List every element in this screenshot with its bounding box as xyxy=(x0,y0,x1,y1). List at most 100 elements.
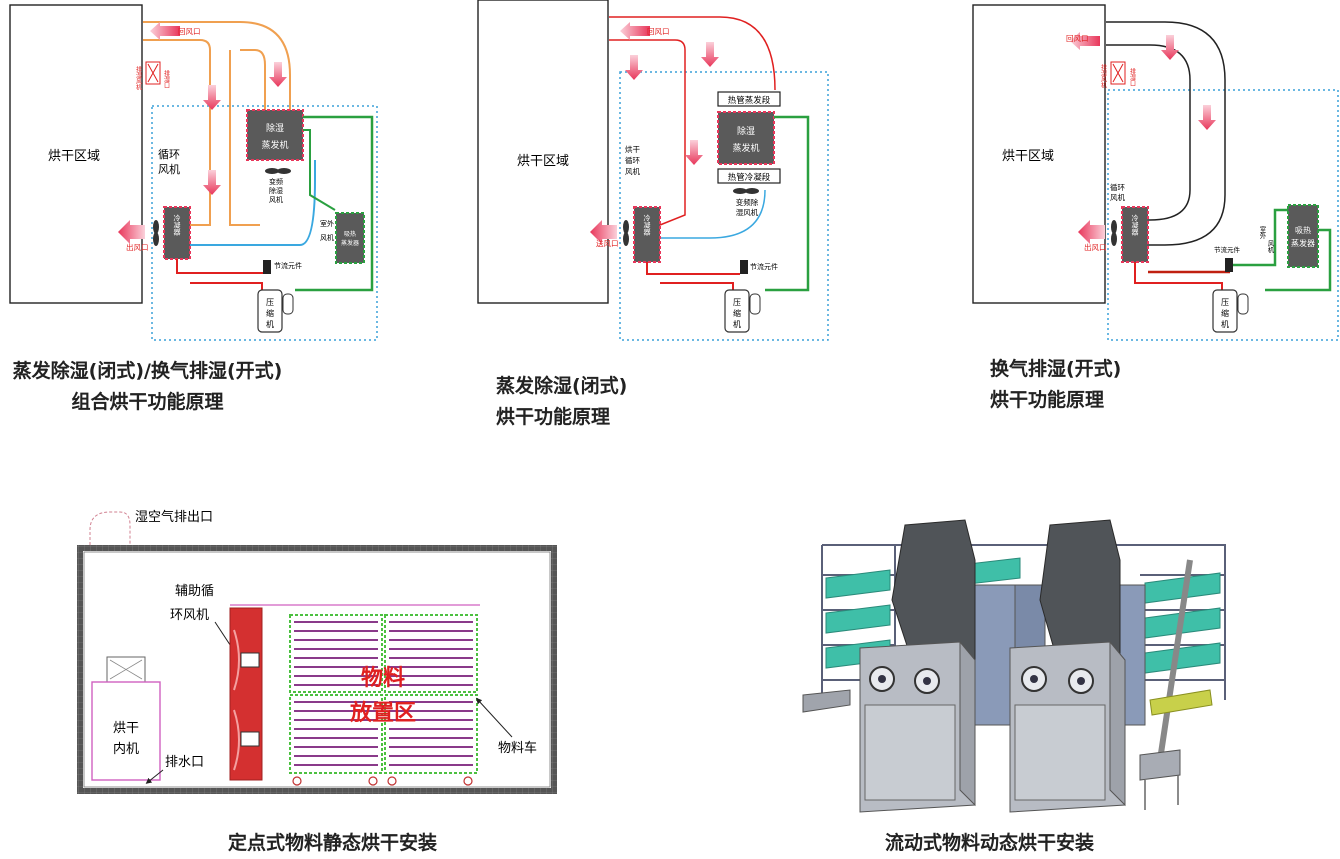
dryer-machine-left-side xyxy=(959,640,976,807)
drain-label: 排水口 xyxy=(165,755,204,770)
fan-blades xyxy=(233,629,240,771)
drain-pointer xyxy=(145,769,164,784)
dehumid-evaporator xyxy=(246,109,304,161)
return-air-label: 回风口 xyxy=(178,27,201,36)
unit-enclosure xyxy=(151,105,378,341)
return-air-label: 回风口 xyxy=(647,27,670,36)
condenser xyxy=(633,206,661,263)
exhaust-port-label: 排湿口 xyxy=(163,69,170,89)
compressor-label-3: 机 xyxy=(266,319,274,329)
exhaust-fan-icon xyxy=(145,61,161,85)
refrigerant-cold-line xyxy=(765,115,810,292)
return-air-arrow xyxy=(620,22,650,40)
aux-fan-label-2: 环风机 xyxy=(170,608,209,623)
blue-duct xyxy=(660,189,766,239)
outlet-arrow xyxy=(590,220,617,244)
cart-wheels xyxy=(292,776,473,786)
cart-shelves xyxy=(294,621,473,766)
dehumid-evap-label-2: 蒸发机 xyxy=(732,142,759,154)
caption-panel3-line1: 换气排湿(开式) xyxy=(990,358,1122,380)
caption-panel2-line2: 烘干功能原理 xyxy=(496,406,611,428)
panel-dynamic-installation xyxy=(802,519,1226,813)
caption-panel1-line2: 组合烘干功能原理 xyxy=(71,391,224,413)
aux-fan-motor-1 xyxy=(240,652,260,668)
vf-fan-label-1: 变频 xyxy=(269,177,283,186)
refrigerant-evap-line xyxy=(303,129,336,211)
outdoor-fan-label-2: 风机 xyxy=(320,233,334,242)
heat-pipe-cond xyxy=(717,168,781,184)
fan-hub-icon xyxy=(1077,677,1085,685)
panel-open-drying: 烘干区域 回风口 排湿风机 排湿口 循环 风机 冷凝器 出风口 节流元件 吸热 … xyxy=(972,4,1339,341)
throttle-label: 节流元件 xyxy=(274,261,302,270)
compressor-icon xyxy=(257,289,294,333)
orange-inner-duct xyxy=(229,50,260,226)
aux-fan-label-1: 辅助循 xyxy=(175,584,214,599)
outlet-arrow xyxy=(1078,220,1105,244)
compressor-icon xyxy=(724,289,761,333)
circ-fan-icon xyxy=(623,220,629,246)
outlet-arrow xyxy=(118,220,145,244)
down-arrow-1 xyxy=(203,85,221,110)
outdoor-fan-label-2: 风机 xyxy=(1266,240,1274,255)
caption-panel3: 换气排湿(开式) 烘干功能原理 xyxy=(990,354,1121,416)
blue-duct xyxy=(190,160,316,246)
caption-panel5: 流动式物料动态烘干安装 xyxy=(885,832,1095,854)
panel-closed-drying: 烘干区域 回风口 热管蒸发段 除湿 蒸发机 热管冷凝段 变频除 湿风机 烘干 循… xyxy=(477,0,829,341)
dryer-machine-right-side xyxy=(1109,640,1126,807)
return-air-arrow xyxy=(150,22,180,40)
compressor-label-1: 压 xyxy=(266,298,274,307)
circ-fan-label-2: 循环 xyxy=(625,155,640,165)
hopper xyxy=(1139,749,1181,781)
vf-fan-label-2: 除湿 xyxy=(269,186,283,195)
dryer-unit-label-2: 内机 xyxy=(113,741,139,757)
bucket-elevator xyxy=(1157,559,1193,761)
circ-fan-icon xyxy=(153,220,159,246)
panel-static-installation: 湿空气排出口 烘干 内机 排水口 辅助循 环风机 xyxy=(77,509,557,794)
exhaust-fan-icon xyxy=(1110,61,1126,85)
circ-fan-label-1: 烘干 xyxy=(625,144,640,154)
fan-x-icon xyxy=(109,659,143,680)
drying-area-box xyxy=(477,0,609,304)
cart-1 xyxy=(289,614,383,693)
compressor-label-1: 压 xyxy=(733,298,741,307)
down-arrow-3 xyxy=(685,140,703,165)
fan-hub-icon xyxy=(1030,675,1038,683)
cart-2 xyxy=(384,614,478,693)
compressor-icon xyxy=(1212,289,1249,333)
material-zone-label-2: 放置区 xyxy=(349,700,416,726)
return-air-arrow xyxy=(1070,32,1100,50)
refrigerant-return-line xyxy=(1265,228,1332,292)
throttle-icon xyxy=(740,260,748,274)
vf-fan-label-1: 变频除 xyxy=(736,197,759,207)
cart-pointer xyxy=(475,697,513,738)
dryer-unit-label-1: 烘干 xyxy=(113,721,139,736)
drying-area-label: 烘干区域 xyxy=(48,149,100,164)
down-arrow-3 xyxy=(269,62,287,87)
heat-pipe-cond-label: 热管冷凝段 xyxy=(728,172,771,183)
vf-fan-icon xyxy=(733,188,759,194)
compressor-label-3: 机 xyxy=(733,319,741,329)
outdoor-fan-label-1: 室外 xyxy=(320,219,334,228)
caption-panel2: 蒸发除湿(闭式) 烘干功能原理 xyxy=(496,371,627,433)
compressor-label-2: 缩 xyxy=(266,308,274,318)
heat-pipe-evap-label: 热管蒸发段 xyxy=(728,95,771,106)
circ-fan-label-2: 风机 xyxy=(1110,192,1126,202)
dryer-machine-left-panel xyxy=(864,704,956,801)
material-zone-label-1: 物料 xyxy=(361,665,405,691)
panel-combined-drying: 烘干区域 回风口 排湿风机 排湿口 循环 风机 除湿 蒸发机 变频 除湿 xyxy=(9,4,378,341)
caption-panel3-line2: 烘干功能原理 xyxy=(990,389,1105,411)
cart-label: 物料车 xyxy=(498,740,537,756)
circ-fan-label-1: 循环 xyxy=(1110,182,1126,192)
refrigerant-cold-line xyxy=(295,115,374,292)
refrigerant-hot-line xyxy=(646,262,740,275)
circ-fan-label-3: 风机 xyxy=(625,166,640,176)
heat-evap-label-1: 吸热 xyxy=(344,230,356,238)
outlet-label: 送风口 xyxy=(596,238,619,248)
dryer-machine-right-panel xyxy=(1014,704,1106,801)
condenser-label: 冷凝器 xyxy=(1131,214,1139,237)
yellow-conveyor xyxy=(1149,689,1213,716)
fan-hub-icon xyxy=(923,677,931,685)
caption-panel1-line1: 蒸发除湿(闭式)/换气排湿(开式) xyxy=(12,360,283,382)
heat-evaporator xyxy=(335,212,365,264)
